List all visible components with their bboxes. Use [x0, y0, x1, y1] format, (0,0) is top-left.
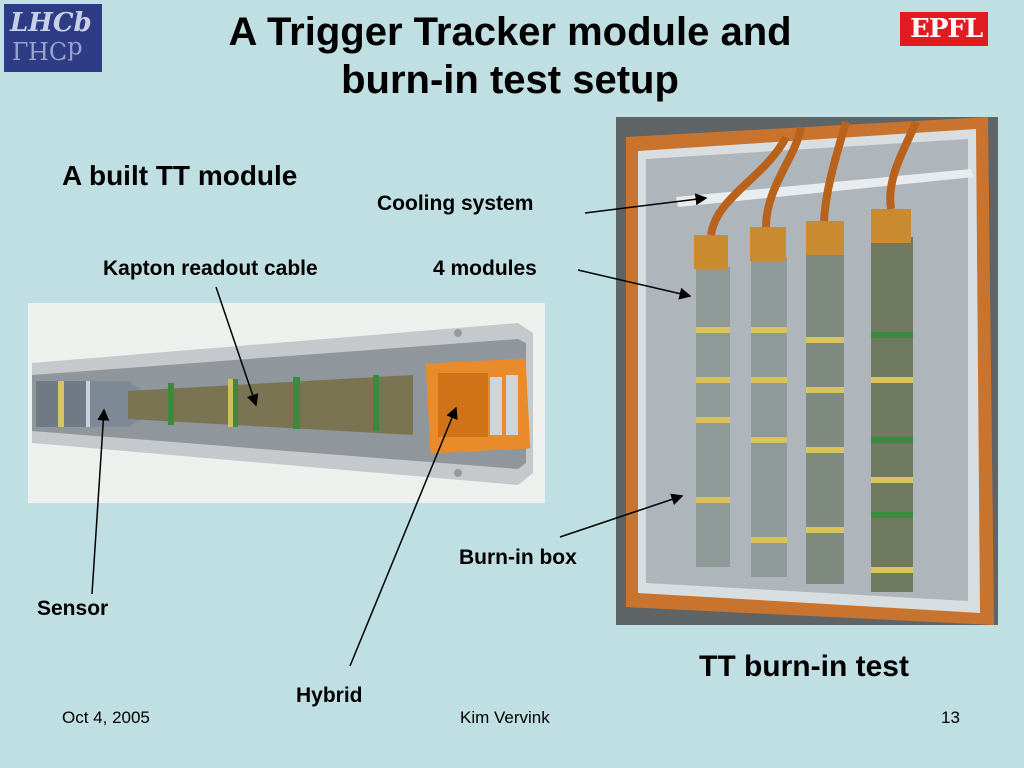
epfl-logo: EPFL [900, 12, 988, 46]
tt-module-photo [28, 303, 545, 503]
hybrid-label: Hybrid [296, 684, 363, 707]
cooling-system-arrow [584, 193, 708, 214]
burn-in-test-caption: TT burn-in test [699, 650, 909, 683]
slide-title: A Trigger Tracker module and burn-in tes… [150, 8, 870, 104]
four-modules-label: 4 modules [433, 257, 537, 280]
kapton-cable-label: Kapton readout cable [103, 257, 318, 280]
sensor-label: Sensor [37, 597, 109, 620]
slide-title-line2: burn-in test setup [341, 58, 679, 102]
footer-author: Kim Vervink [460, 708, 550, 727]
four-modules-arrow [577, 269, 692, 300]
lhcb-logo: LHCb LHCb [4, 4, 102, 72]
slide-title-line1: A Trigger Tracker module and [228, 10, 792, 54]
cooling-system-label: Cooling system [377, 192, 534, 215]
footer-page-number: 13 [941, 708, 960, 727]
footer-date: Oct 4, 2005 [62, 708, 150, 727]
hybrid-arrow [349, 406, 458, 667]
burn-in-box-label: Burn-in box [459, 546, 577, 569]
built-module-heading: A built TT module [62, 160, 298, 191]
lhcb-logo-text: LHCb [10, 8, 92, 38]
epfl-logo-text: EPFL [910, 14, 983, 44]
burn-in-box-arrow [559, 493, 684, 538]
sensor-arrow [91, 408, 110, 595]
kapton-cable-arrow [215, 286, 259, 407]
